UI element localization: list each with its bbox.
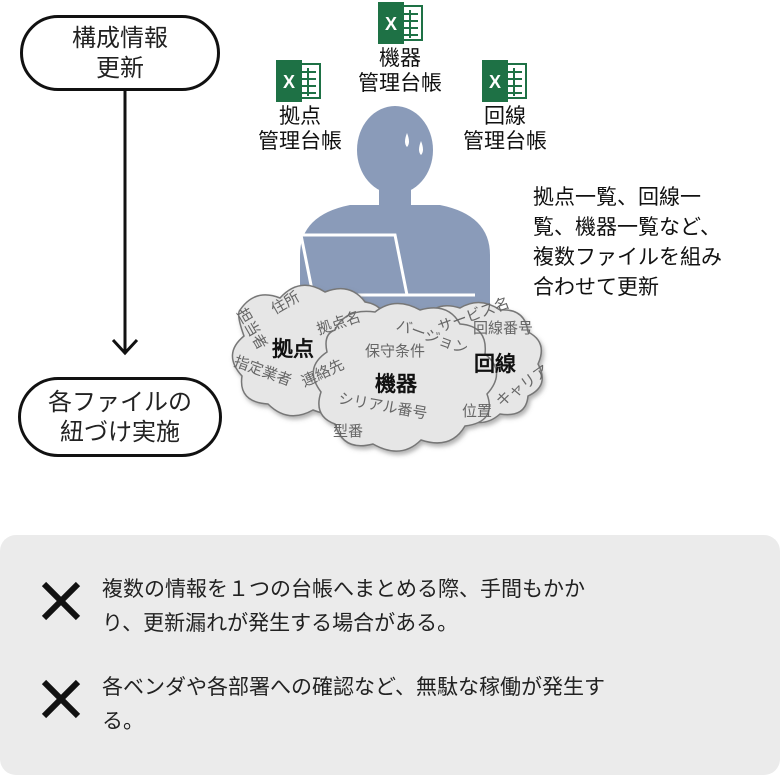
device-ledger-label: 機器 管理台帳 (358, 46, 442, 95)
issue-text: 各ベンダや各部署への確認など、無駄な稼働が発生す る。 (102, 675, 605, 733)
device-cloud (312, 302, 498, 452)
svg-text:X: X (385, 14, 397, 34)
sweat-drop-icon (405, 133, 409, 147)
x-mark-icon (41, 581, 81, 621)
issue-text: 複数の情報を１つの台帳へまとめる際、手間もかか り、更新漏れが発生する場合がある… (102, 577, 585, 635)
line-tag: 位置 (462, 402, 493, 420)
line-tag: 回線番号 (473, 319, 534, 337)
data-clouds (231, 284, 543, 452)
excel-icon: X (482, 60, 527, 102)
link-files-box: 各ファイルの 紐づけ実施 (18, 377, 222, 457)
excel-icon: X (276, 60, 321, 102)
update-description: 拠点一覧、回線一 覧、機器一覧など、 複数ファイルを組み 合わせて更新 (533, 185, 722, 299)
line-ledger-label: 回線 管理台帳 (463, 104, 547, 153)
line-cloud-title: 回線 (474, 352, 516, 376)
worker-illustration (299, 106, 490, 310)
device-tag: 型番 (333, 422, 364, 440)
device-cloud-title: 機器 (375, 372, 417, 396)
person-head (357, 106, 433, 194)
flow-arrow (111, 90, 139, 356)
site-ledger-label: 拠点 管理台帳 (258, 104, 342, 153)
excel-icon: X (378, 2, 423, 44)
issues-panel (0, 535, 780, 775)
device-tag: 保守条件 (365, 342, 426, 360)
svg-text:X: X (283, 72, 295, 92)
update-config-box: 構成情報 更新 (20, 15, 220, 91)
svg-text:X: X (489, 72, 501, 92)
x-mark-icon (41, 679, 81, 719)
site-cloud-title: 拠点 (272, 337, 314, 361)
